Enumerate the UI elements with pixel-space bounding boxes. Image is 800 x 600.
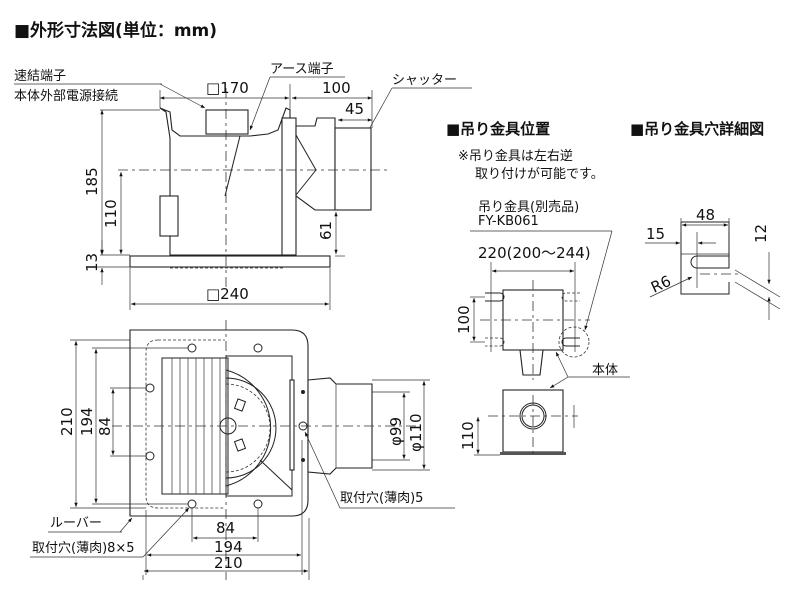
louver-label: ルーバー xyxy=(50,516,102,531)
shutter-plate xyxy=(281,117,297,256)
dim-phi110: φ110 xyxy=(407,413,425,452)
dim-duct-bottom: 61 xyxy=(317,221,335,240)
leader-line xyxy=(584,230,613,331)
duct-bottom-view xyxy=(307,377,373,475)
bottom-view: 210 194 84 φ99 φ110 84 194 210 取付穴(薄肉)5 … xyxy=(30,320,455,580)
dim-height-total: 185 xyxy=(83,167,101,196)
side-mount-hole-label: 取付穴(薄肉)5 xyxy=(340,491,423,506)
dim-v84: 84 xyxy=(96,417,114,436)
dim-duct-tip: 45 xyxy=(345,100,364,118)
fan-outer-arc xyxy=(225,369,272,487)
quick-terminal-label: 速結端子 xyxy=(14,69,66,84)
break-line xyxy=(734,269,781,298)
ceiling-panel xyxy=(129,255,331,268)
shutter-flap xyxy=(295,134,317,171)
hanger-span: 220(200〜244) xyxy=(478,244,591,262)
hanger-hole-detail: ■吊り金具穴詳細図 48 15 12 R6 xyxy=(630,120,781,320)
side-view: 速結端子 本体外部電源接続 アース端子 シャッター □170 xyxy=(14,62,472,310)
dim-h84: 84 xyxy=(216,519,235,537)
panel-outline xyxy=(129,329,309,517)
detail-circle xyxy=(558,326,590,358)
dim-h194: 194 xyxy=(214,538,243,556)
dim-radius: R6 xyxy=(648,272,674,297)
shutter-plate xyxy=(289,379,295,471)
leader-line xyxy=(304,431,341,509)
hanger-position-title: ■吊り金具位置 xyxy=(446,120,550,138)
leader-line xyxy=(249,76,271,131)
hanger-slot-alt xyxy=(561,292,580,302)
drawing-title: ■外形寸法図(単位：mm) xyxy=(14,20,217,41)
break-line xyxy=(734,281,781,310)
dim-48: 48 xyxy=(696,206,715,224)
hanger-part-number: FY-KB061 xyxy=(478,214,539,229)
hanger-slot xyxy=(561,337,580,347)
fan-spoke xyxy=(233,438,247,452)
hanger-note-2: 取り付けが可能です。 xyxy=(475,167,604,182)
body-top-view xyxy=(502,289,564,351)
radius-leader xyxy=(649,276,693,298)
hanger-slot-alt xyxy=(485,337,505,347)
dim-h210: 210 xyxy=(214,554,243,572)
dim-duct-center: 110 xyxy=(102,199,120,228)
hole-bracket xyxy=(680,221,730,295)
fan-wheel xyxy=(225,377,277,479)
dim-panel-square: □240 xyxy=(206,285,249,303)
duct-top-view xyxy=(519,349,544,376)
hanger-position: ■吊り金具位置 ※吊り金具は左右逆 取り付けが可能です。 吊り金具(別売品) F… xyxy=(446,120,630,458)
leader-line xyxy=(159,83,206,109)
hole-detail-title: ■吊り金具穴詳細図 xyxy=(630,120,764,138)
leader-line xyxy=(142,507,190,558)
body-step xyxy=(159,195,179,237)
dim-duct-length: 100 xyxy=(322,79,351,97)
panel-dashed-outline xyxy=(145,339,225,509)
internal-line xyxy=(224,135,241,197)
hanger-note-1: ※吊り金具は左右逆 xyxy=(458,148,573,164)
hanger-part-label: 吊り金具(別売品) xyxy=(478,199,579,215)
dim-15: 15 xyxy=(646,225,665,243)
dim-v210: 210 xyxy=(58,407,76,436)
terminal-box xyxy=(205,109,249,135)
fan-spoke xyxy=(233,398,247,412)
dim-phi99: φ99 xyxy=(387,417,405,446)
external-power-label: 本体外部電源接続 xyxy=(14,88,118,104)
shutter-label: シャッター xyxy=(392,73,457,88)
internal-line xyxy=(259,459,293,491)
leader-line xyxy=(549,376,569,389)
dim-hanger-100: 100 xyxy=(455,305,473,334)
main-mount-holes-label: 取付穴(薄肉)8×5 xyxy=(32,541,135,556)
leader-line xyxy=(555,351,569,378)
dim-12: 12 xyxy=(752,224,770,243)
dim-body-square: □170 xyxy=(206,79,249,97)
duct-pipe xyxy=(334,127,372,211)
dim-hanger-110: 110 xyxy=(459,421,477,450)
dim-panel-thickness: 13 xyxy=(83,253,101,272)
shutter-flap xyxy=(295,169,317,196)
dim-v194: 194 xyxy=(78,407,96,436)
leader-line xyxy=(119,517,133,533)
hanger-slot xyxy=(485,292,505,302)
duct-adapter xyxy=(295,117,336,211)
body-label: 本体 xyxy=(592,363,618,378)
earth-terminal-label: アース端子 xyxy=(270,62,334,77)
